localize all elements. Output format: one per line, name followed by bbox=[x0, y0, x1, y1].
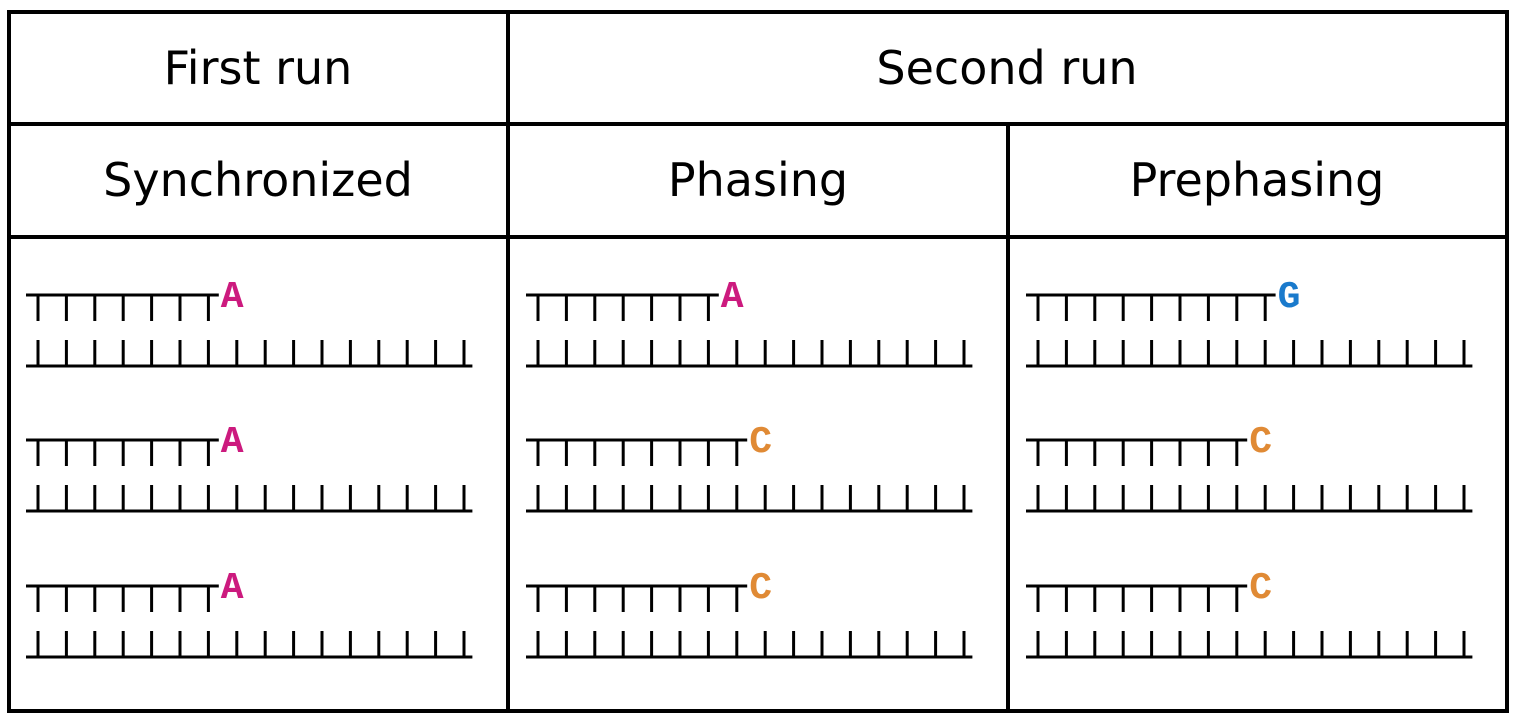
synchronized-strand-2 bbox=[26, 438, 473, 513]
prephasing-strand-1 bbox=[1026, 293, 1473, 368]
nucleotide-C: C bbox=[749, 567, 772, 610]
first-run-header: First run bbox=[164, 41, 353, 95]
synchronized-strand-3 bbox=[26, 584, 473, 659]
table-border bbox=[7, 10, 1509, 713]
nucleotide-A: A bbox=[221, 421, 244, 464]
nucleotide-C: C bbox=[1249, 421, 1272, 464]
nucleotide-A: A bbox=[221, 276, 244, 319]
nucleotide-A: A bbox=[221, 567, 244, 610]
phasing-strand-2 bbox=[526, 438, 973, 513]
table-grid bbox=[7, 10, 1509, 713]
synchronized-header: Synchronized bbox=[103, 153, 413, 207]
prephasing-strand-3 bbox=[1026, 584, 1473, 659]
prephasing-header: Prephasing bbox=[1130, 153, 1385, 207]
nucleotide-G: G bbox=[1278, 276, 1301, 319]
phasing-strand-1 bbox=[526, 293, 973, 368]
prephasing-strand-2 bbox=[1026, 438, 1473, 513]
nucleotide-C: C bbox=[749, 421, 772, 464]
dna-strands: A A A A C C G C C bbox=[26, 276, 1473, 659]
phasing-header: Phasing bbox=[668, 153, 848, 207]
synchronized-strand-1 bbox=[26, 293, 473, 368]
second-run-header: Second run bbox=[876, 41, 1137, 95]
nucleotide-A: A bbox=[721, 276, 744, 319]
nucleotide-C: C bbox=[1249, 567, 1272, 610]
phasing-strand-3 bbox=[526, 584, 973, 659]
